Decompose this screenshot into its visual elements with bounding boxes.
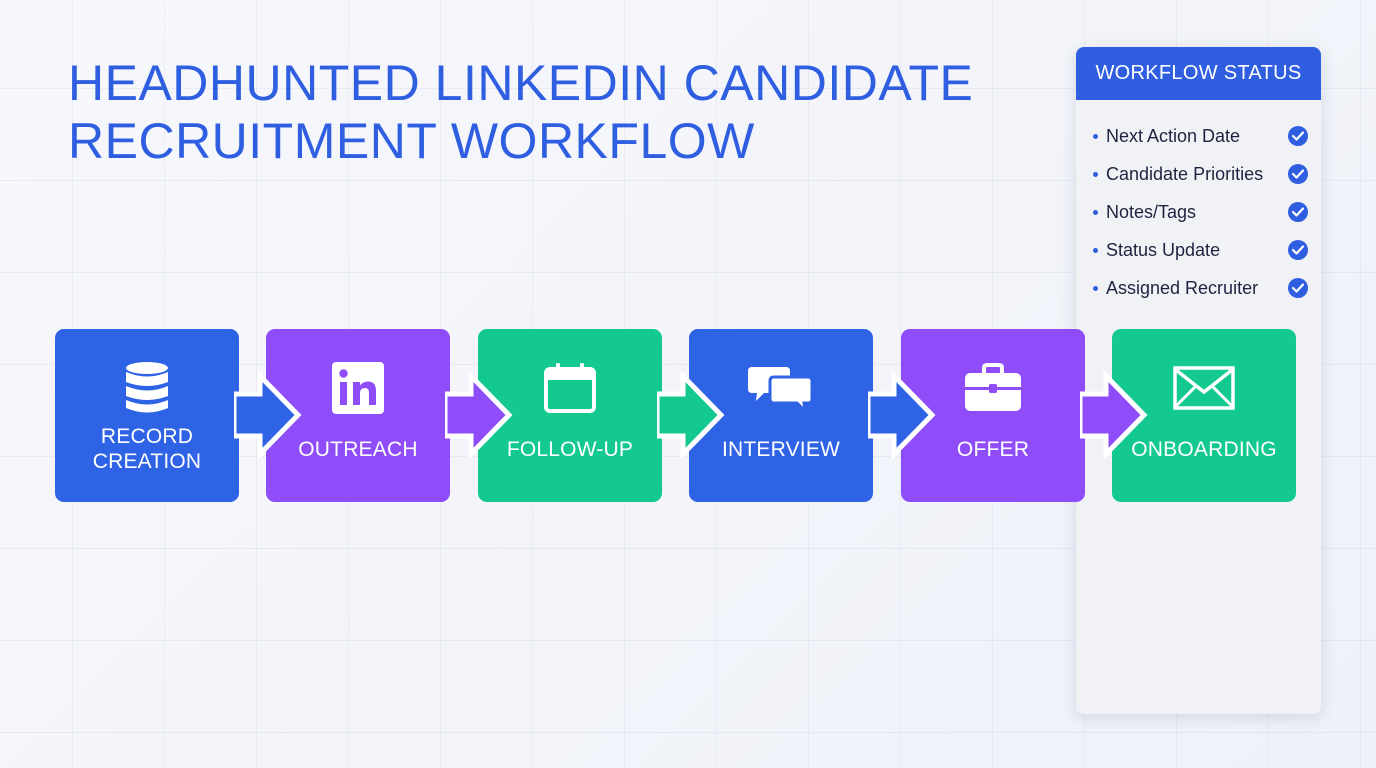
check-circle-icon: [1288, 126, 1308, 146]
status-item-candidate-priorities: Candidate Priorities: [1076, 155, 1321, 193]
status-item-label: Status Update: [1106, 239, 1221, 260]
status-item-label: Next Action Date: [1106, 125, 1241, 146]
briefcase-icon: [901, 361, 1085, 415]
step-label: ONBOARDING: [1131, 437, 1277, 461]
status-item-label: Notes/Tags: [1106, 201, 1197, 222]
check-circle-icon: [1288, 164, 1308, 184]
status-item-assigned-recruiter: Assigned Recruiter: [1076, 269, 1321, 307]
arrow-5-to-6: [1080, 370, 1148, 460]
arrow-2-to-3: [445, 370, 513, 460]
step-label: FOLLOW-UP: [506, 437, 634, 461]
title-line-1: HEADHUNTED LINKEDIN CANDIDATE: [68, 55, 974, 111]
calendar-icon: [478, 361, 662, 415]
status-item-next-action-date: Next Action Date: [1076, 117, 1321, 155]
check-circle-icon: [1288, 278, 1308, 298]
title-line-2: RECRUITMENT WORKFLOW: [68, 113, 755, 169]
step-record-creation: RECORD CREATION: [55, 329, 239, 502]
arrow-3-to-4: [657, 370, 725, 460]
bullet-icon: [1093, 248, 1098, 253]
step-outreach: OUTREACH: [266, 329, 450, 502]
step-label: OUTREACH: [298, 437, 418, 461]
linkedin-icon: [266, 361, 450, 415]
database-icon: [55, 361, 239, 415]
status-item-label: Candidate Priorities: [1106, 163, 1264, 184]
status-item-notes-tags: Notes/Tags: [1076, 193, 1321, 231]
workflow-status-list: Next Action Date Candidate Priorities No…: [1076, 100, 1321, 307]
status-item-label: Assigned Recruiter: [1106, 277, 1259, 298]
step-label: RECORD CREATION: [92, 425, 202, 473]
bullet-icon: [1093, 172, 1098, 177]
check-circle-icon: [1288, 202, 1308, 222]
arrow-1-to-2: [234, 370, 302, 460]
bullet-icon: [1093, 210, 1098, 215]
bullet-icon: [1093, 286, 1098, 291]
status-item-status-update: Status Update: [1076, 231, 1321, 269]
page-title: HEADHUNTED LINKEDIN CANDIDATE RECRUITMEN…: [68, 54, 973, 170]
bullet-icon: [1093, 134, 1098, 139]
check-circle-icon: [1288, 240, 1308, 260]
step-onboarding: ONBOARDING: [1112, 329, 1296, 502]
arrow-4-to-5: [868, 370, 936, 460]
step-label: OFFER: [956, 437, 1030, 461]
envelope-icon: [1112, 361, 1296, 415]
workflow-status-header: WORKFLOW STATUS: [1076, 47, 1321, 100]
chat-bubbles-icon: [689, 361, 873, 415]
step-label: INTERVIEW: [721, 437, 841, 461]
